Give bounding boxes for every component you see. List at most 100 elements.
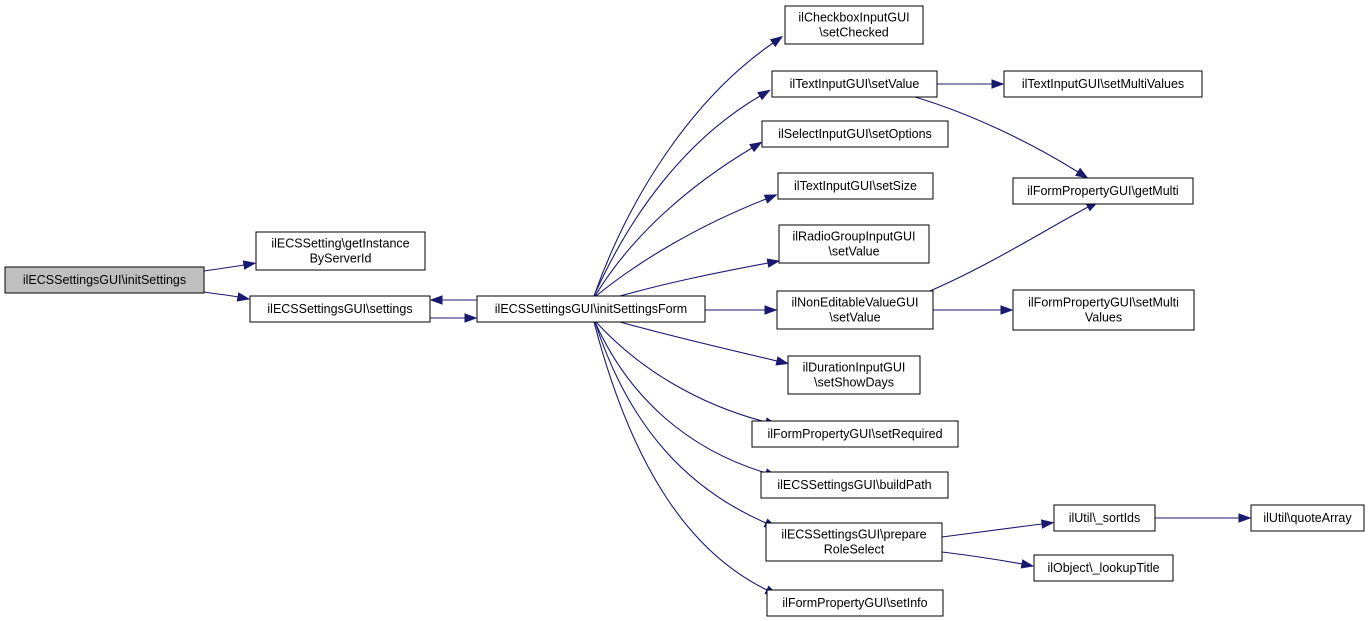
node-label: ilCheckboxInputGUI [798,11,909,25]
node-lookupTitle[interactable]: ilObject\_lookupTitle [1033,554,1174,582]
node-box [761,120,949,148]
edge-initSettingsForm-to-nonEditSetValue [705,305,778,315]
node-label: ilNonEditableValueGUI [792,296,919,310]
node-label: ilTextInputGUI\setSize [794,179,917,193]
node-textSetValue[interactable]: ilTextInputGUI\setValue [771,70,938,98]
arrowhead [242,260,257,270]
edge-initSettingsForm-to-radioSetValue [619,258,781,297]
node-setSize[interactable]: ilTextInputGUI\setSize [777,172,934,200]
node-label: ilECSSettingsGUI\settings [267,302,412,316]
edge-prepareRoleSelect-to-lookupTitle [941,551,1035,569]
node-initSettings[interactable]: ilECSSettingsGUI\initSettings [4,266,205,294]
node-setChecked[interactable]: ilCheckboxInputGUI\setChecked [784,5,924,45]
arrowhead [764,305,778,315]
edge-line [595,321,767,423]
edge-initSettingsForm-to-setSize [595,194,778,297]
edge-initSettingsForm-to-setInfo [593,321,779,596]
node-label: ilRadioGroupInputGUI [793,230,916,244]
node-box [249,295,431,323]
node-box [776,290,934,330]
edge-initSettingsForm-to-setChecked [593,35,784,297]
node-nonEditSetValue[interactable]: ilNonEditableValueGUI\setValue [776,290,934,330]
edge-nonEditSetValue-to-formSetMultiValues [933,305,1014,315]
node-box [771,70,938,98]
edge-line [594,147,753,297]
edge-initSettings-to-settings [203,291,251,302]
edge-initSettingsForm-to-setShowDays [619,321,790,366]
arrowhead [464,313,478,323]
arrowhead [1020,559,1035,569]
node-box [760,471,949,499]
node-formSetMultiValues[interactable]: ilFormPropertyGUI\setMultiValues [1012,289,1195,331]
node-box [778,224,930,264]
node-label: RoleSelect [824,543,885,557]
edge-textSetValue-to-getMulti [914,96,1089,179]
edge-nonEditSetValue-to-getMulti [929,201,1099,292]
node-label: ilFormPropertyGUI\setInfo [782,596,927,610]
node-setOptions[interactable]: ilSelectInputGUI\setOptions [761,120,949,148]
node-label: \setValue [829,311,880,325]
node-setInfo[interactable]: ilFormPropertyGUI\setInfo [766,589,944,617]
edge-initSettingsForm-to-setRequired [595,321,779,427]
edge-initSettingsForm-to-prepareRoleSelect [594,321,778,529]
edge-line [593,42,774,297]
edge-line [594,321,767,524]
node-box [766,589,944,617]
node-label: ilECSSettingsGUI\initSettingsForm [495,302,687,316]
arrowhead [1238,513,1252,523]
node-label: Values [1085,311,1122,325]
node-label: ilUtil\_sortIds [1069,511,1141,525]
node-label: \setChecked [819,26,889,40]
node-label: ilTextInputGUI\setValue [790,77,920,91]
edge-initSettingsForm-to-buildPath [594,321,778,478]
edge-line [941,551,1023,565]
node-textSetMultiValues[interactable]: ilTextInputGUI\setMultiValues [1003,70,1203,98]
node-buildPath[interactable]: ilECSSettingsGUI\buildPath [760,471,949,499]
arrowhead [991,79,1005,89]
node-box [1012,289,1195,331]
node-settings[interactable]: ilECSSettingsGUI\settings [249,295,431,323]
node-label: ilECSSetting\getInstance [271,237,409,251]
node-getMulti[interactable]: ilFormPropertyGUI\getMulti [1012,177,1194,205]
edge-line [929,206,1089,292]
node-label: \setShowDays [814,376,894,390]
node-box [751,420,959,448]
node-box [255,231,426,271]
node-box [784,5,924,45]
node-box [1003,70,1203,98]
node-label: ilECSSettingsGUI\prepare [781,528,926,542]
node-label: ByServerId [310,252,372,266]
node-box [1012,177,1194,205]
edge-initSettingsForm-to-settings [429,295,477,305]
node-setShowDays[interactable]: ilDurationInputGUI\setShowDays [787,355,921,395]
node-box [1033,554,1174,582]
node-label: ilTextInputGUI\setMultiValues [1022,77,1184,91]
node-sortIds[interactable]: ilUtil\_sortIds [1053,504,1156,532]
edge-settings-to-initSettingsForm [430,313,478,323]
arrowhead [749,141,763,153]
edge-line [914,96,1079,173]
node-initSettingsForm[interactable]: ilECSSettingsGUI\initSettingsForm [476,295,706,323]
node-setRequired[interactable]: ilFormPropertyGUI\setRequired [751,420,959,448]
edge-line [203,264,245,272]
arrowhead [769,35,784,48]
node-box [1053,504,1156,532]
arrowhead [1000,305,1014,315]
edge-prepareRoleSelect-to-sortIds [941,519,1055,538]
node-label: ilObject\_lookupTitle [1047,561,1159,575]
arrowhead [763,194,778,204]
edge-initSettingsForm-to-setOptions [594,141,763,297]
edge-initSettingsForm-to-textSetValue [593,89,771,297]
node-label: ilFormPropertyGUI\getMulti [1027,184,1178,198]
edge-sortIds-to-quoteArray [1155,513,1252,523]
node-quoteArray[interactable]: ilUtil\quoteArray [1250,504,1365,532]
arrowhead [1040,519,1055,529]
node-radioSetValue[interactable]: ilRadioGroupInputGUI\setValue [778,224,930,264]
arrowhead [766,258,781,268]
edge-line [941,523,1043,538]
node-box [1250,504,1365,532]
node-box [765,522,943,562]
